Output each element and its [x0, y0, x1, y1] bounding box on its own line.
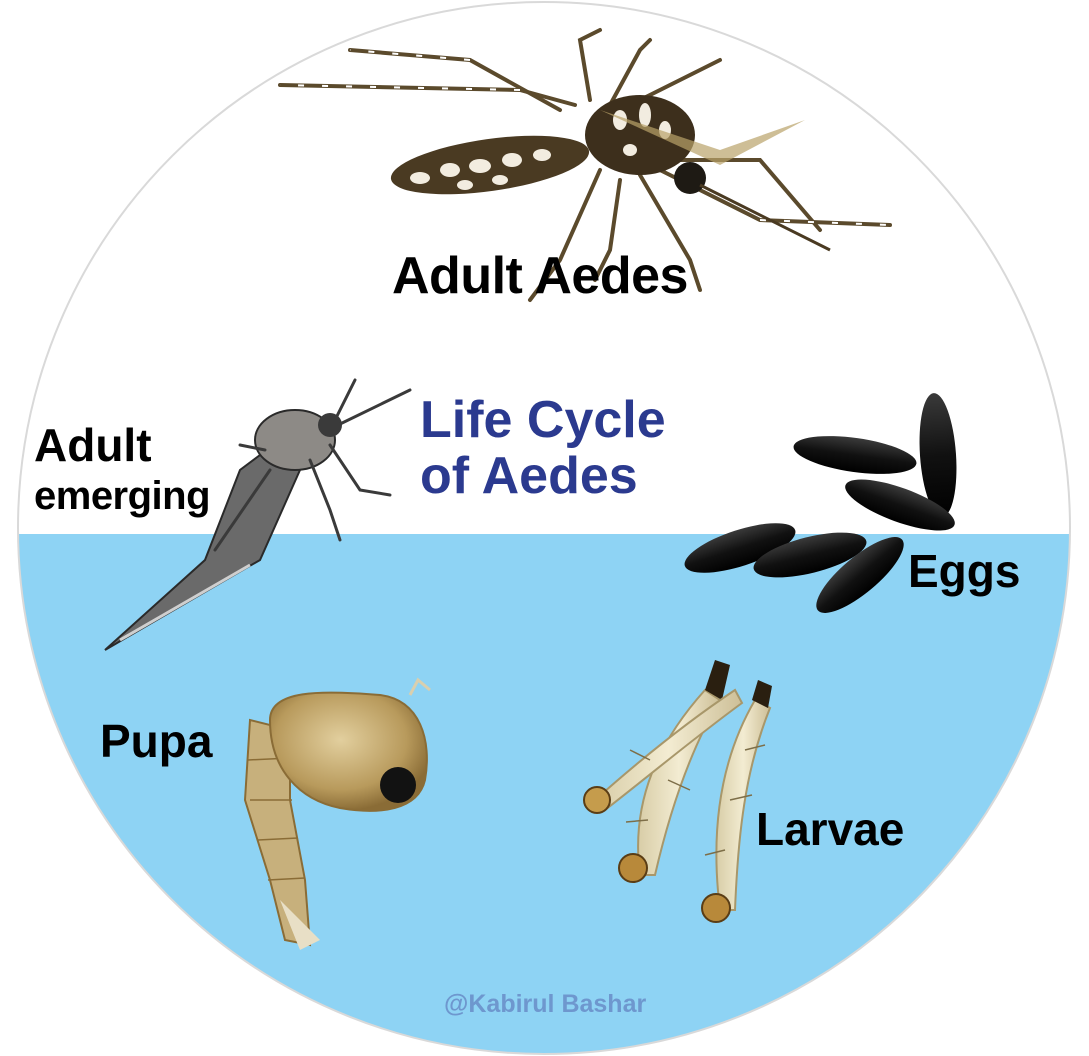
label-eggs: Eggs: [908, 548, 1020, 594]
title-line-1: Life Cycle: [420, 392, 730, 448]
author-credit: @Kabirul Bashar: [444, 990, 646, 1019]
label-pupa: Pupa: [100, 718, 212, 764]
label-adult-emerging-line2: emerging: [34, 476, 210, 516]
title-line-2: of Aedes: [420, 448, 730, 504]
life-cycle-title: Life Cycle of Aedes: [420, 392, 730, 504]
label-larvae: Larvae: [756, 806, 904, 852]
label-adult-aedes: Adult Aedes: [392, 250, 688, 302]
label-adult-emerging-line1: Adult: [34, 422, 152, 468]
